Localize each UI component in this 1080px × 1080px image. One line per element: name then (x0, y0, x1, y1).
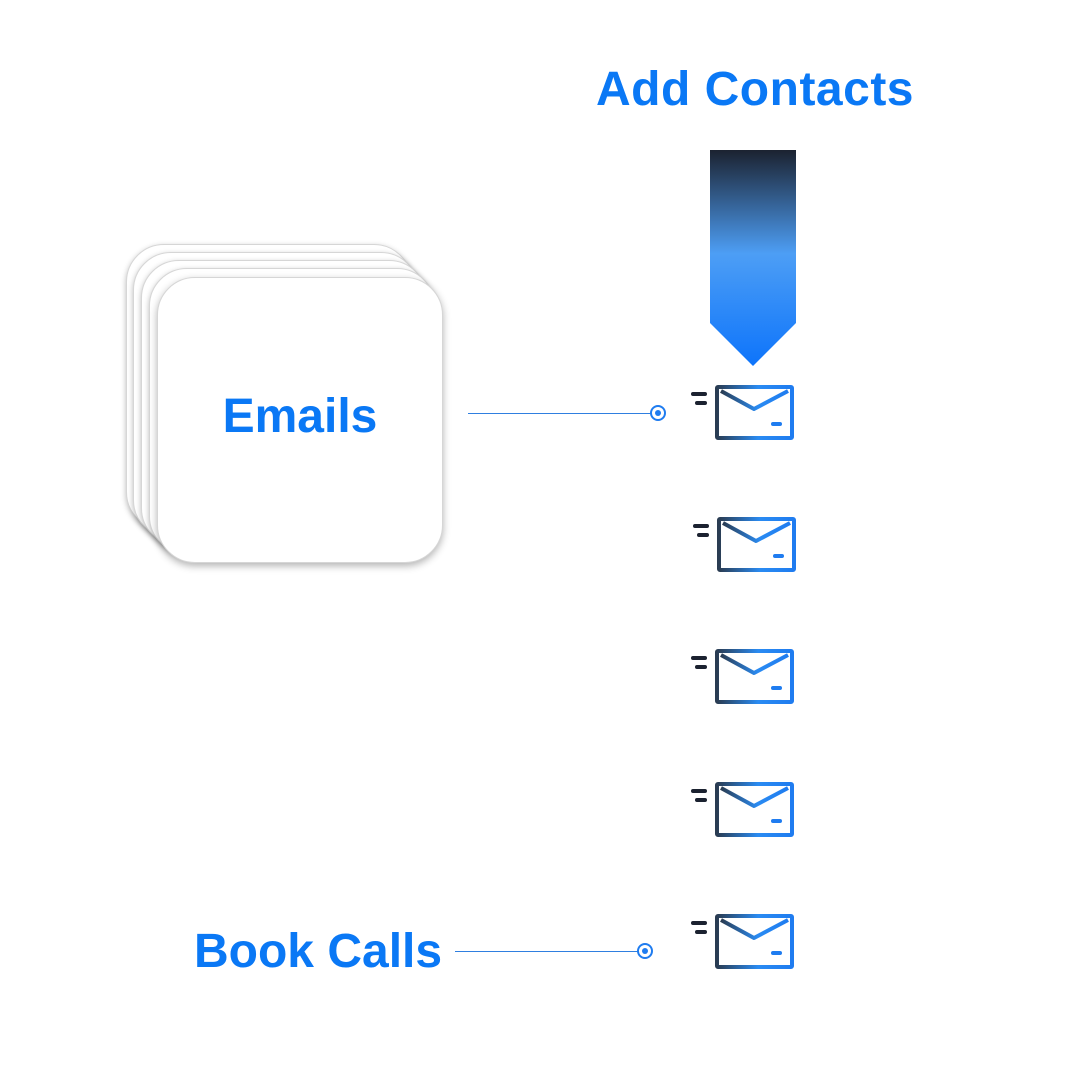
email-icon (691, 782, 794, 837)
diagram-title: Add Contacts (596, 63, 914, 116)
book-calls-label: Book Calls (194, 925, 443, 978)
email-icon (691, 914, 794, 969)
down-arrow (710, 150, 796, 366)
emails-label: Emails (222, 389, 378, 443)
book-calls-connector-node (637, 943, 653, 959)
email-icon (693, 517, 796, 572)
emails-connector-line (468, 413, 652, 414)
email-icon (691, 385, 794, 440)
email-icon (691, 649, 794, 704)
emails-connector-node (650, 405, 666, 421)
book-calls-connector-line (455, 951, 639, 952)
emails-card: Emails (157, 277, 443, 563)
